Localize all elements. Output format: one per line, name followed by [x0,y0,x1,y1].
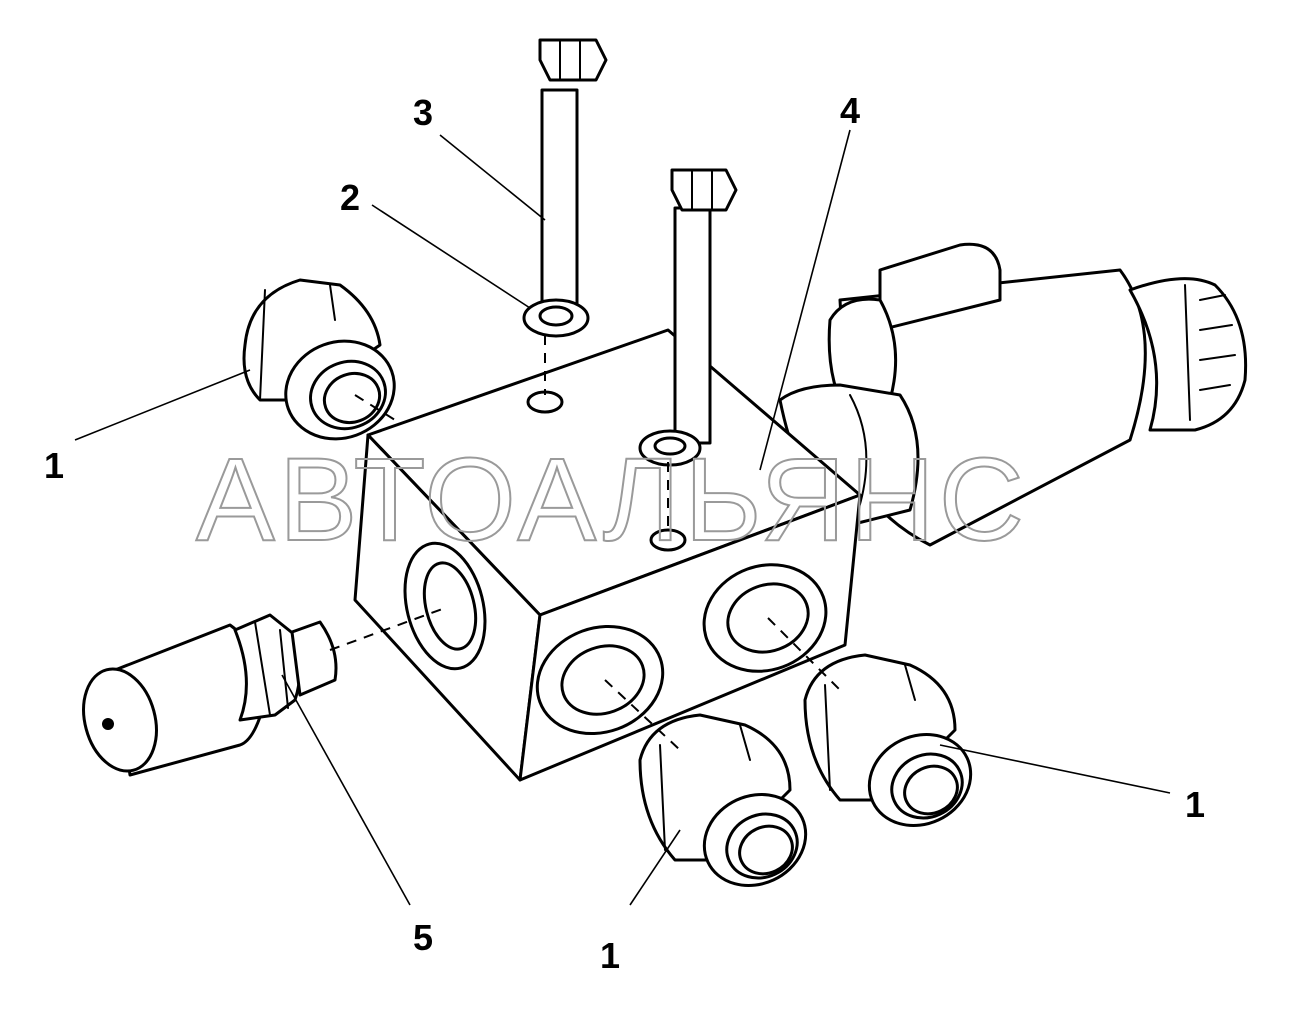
bolt-left [538,38,608,322]
callout-washer: 2 [340,177,360,218]
bolt-right [670,168,738,445]
center-lines [329,335,841,751]
leader-lines [74,129,1171,906]
watermark: АВТОАЛЬЯНС [196,434,1028,566]
fitting-left [242,278,396,441]
callout-fitting-left: 1 [44,445,64,486]
callout-bolt: 3 [413,92,433,133]
callout-fitting-bottom-right: 1 [1185,784,1205,825]
callout-plug: 5 [413,917,433,958]
fitting-bottom-right [803,653,973,828]
plug [82,613,338,777]
washer-right [638,429,702,467]
callout-valve-block: 4 [840,90,860,131]
washer-left [522,298,590,338]
fitting-bottom-center [638,713,808,888]
callout-fitting-bottom-center: 1 [600,935,620,976]
